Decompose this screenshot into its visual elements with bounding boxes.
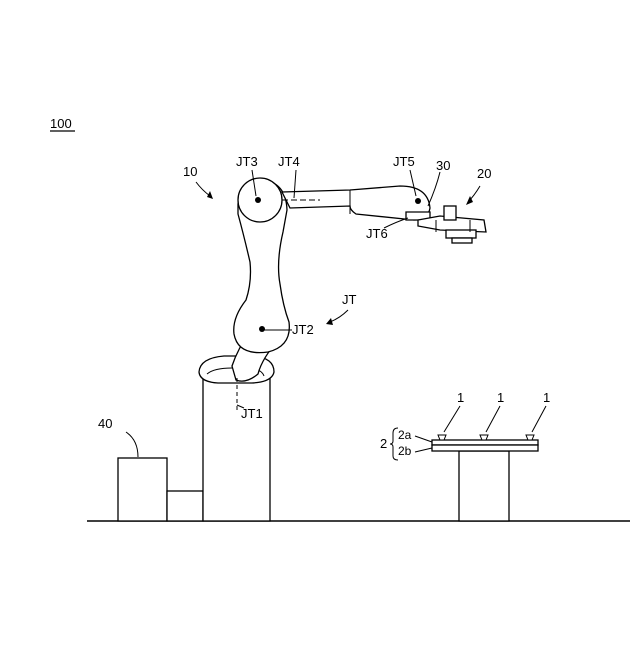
label-board: 2 [380, 436, 387, 451]
label-jt1: JT1 [241, 406, 263, 421]
workpiece-left: 1 [438, 390, 464, 440]
table-stand [459, 451, 509, 521]
arrow-jt [330, 310, 348, 322]
leader-2a [415, 436, 432, 442]
leader-jt6 [384, 218, 408, 228]
controller-cable [167, 491, 203, 521]
label-jt: JT [342, 292, 357, 307]
arrow-robot [196, 182, 210, 196]
board-lower-2b [432, 445, 538, 451]
gripper-block [444, 206, 456, 220]
label-robot: 10 [183, 164, 197, 179]
workpiece-right: 1 [526, 390, 550, 440]
label-jt5: JT5 [393, 154, 415, 169]
label-board-lower: 2b [398, 444, 412, 458]
robot-arm [199, 178, 430, 383]
joint-jt2-center [259, 326, 265, 332]
label-gripper: 20 [477, 166, 491, 181]
leader-controller [126, 432, 138, 457]
leader-hand-part [428, 172, 440, 206]
label-workpiece-3: 1 [543, 390, 550, 405]
label-workpiece-1: 1 [457, 390, 464, 405]
label-hand-part: 30 [436, 158, 450, 173]
label-jt4: JT4 [278, 154, 300, 169]
leader-2b [415, 448, 432, 452]
robot-pedestal [203, 368, 270, 521]
board-upper-2a [432, 440, 538, 445]
joint-jt3-center [255, 197, 261, 203]
label-system: 100 [50, 116, 72, 131]
joint-jt5-center [415, 198, 421, 204]
label-workpiece-2: 1 [497, 390, 504, 405]
label-board-upper: 2a [398, 428, 412, 442]
label-jt2: JT2 [292, 322, 314, 337]
controller-box [118, 458, 167, 521]
workpiece-middle: 1 [480, 390, 504, 440]
board-brace [390, 428, 398, 460]
label-jt3: JT3 [236, 154, 258, 169]
label-controller: 40 [98, 416, 112, 431]
